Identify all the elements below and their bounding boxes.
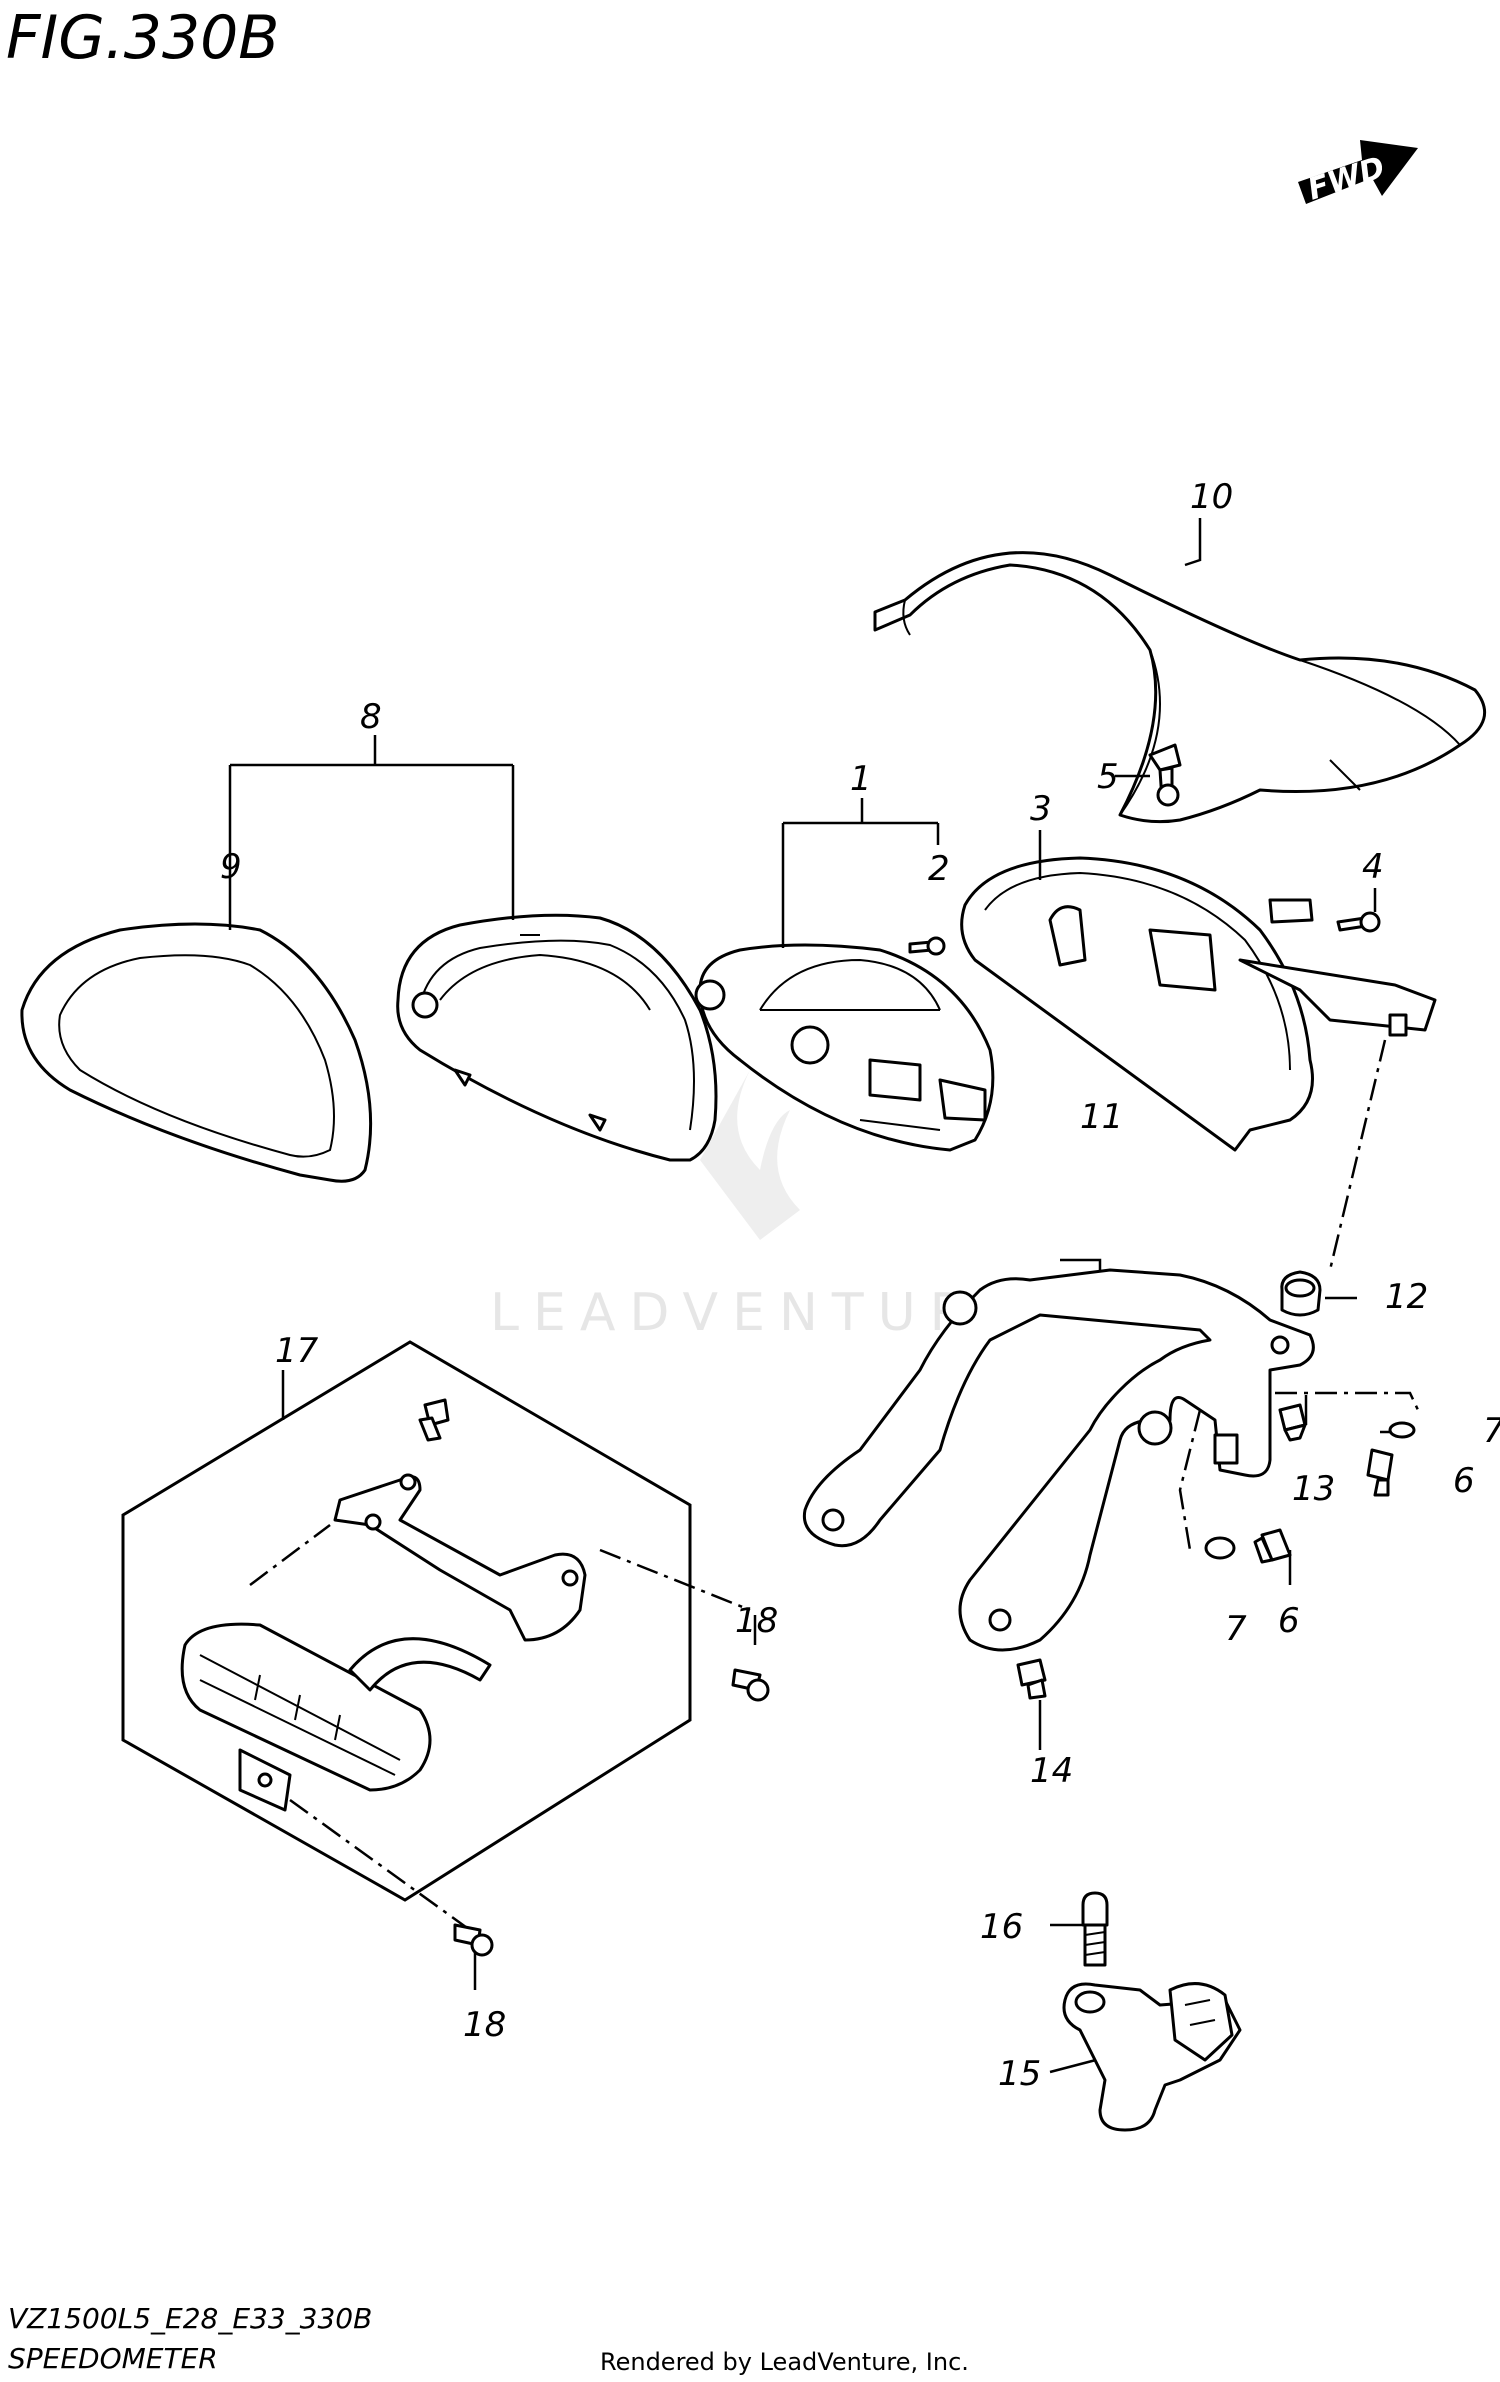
part-11-meter-bracket — [802, 1268, 1315, 1652]
callout-18-bottom: 18 — [463, 2005, 506, 2045]
part-16-bolt — [1081, 1891, 1109, 1967]
callout-8: 8 — [360, 697, 382, 737]
leader-1-2 — [781, 798, 940, 948]
model-code: VZ1500L5_E28_E33_330B — [8, 2302, 372, 2335]
callout-15: 15 — [998, 2054, 1041, 2094]
figure-title: FIG.330B — [6, 3, 279, 73]
part-2-screw — [908, 936, 946, 956]
callout-4: 4 — [1362, 847, 1384, 887]
part-6-screw-lower — [1253, 1528, 1292, 1564]
part-10-meter-visor — [873, 551, 1486, 824]
callout-6-right: 6 — [1453, 1461, 1475, 1501]
part-17-lamp-unit — [180, 1622, 492, 1812]
watermark-text: LEADVENTURE — [490, 1283, 1027, 1343]
part-8-meter-window — [396, 913, 718, 1162]
part-9-cover-ring — [20, 922, 373, 1183]
callout-2: 2 — [928, 849, 950, 889]
leader-8-9 — [228, 735, 515, 930]
callout-5: 5 — [1097, 757, 1119, 797]
callout-13: 13 — [1292, 1469, 1335, 1509]
part-7-washer-lower — [1204, 1536, 1236, 1560]
callout-18-right: 18 — [735, 1601, 778, 1641]
part-5-screw — [1148, 743, 1182, 807]
callout-11: 11 — [1080, 1097, 1123, 1137]
part-12-grommet — [1280, 1270, 1322, 1317]
callout-6-lower: 6 — [1278, 1601, 1300, 1641]
part-13-bolt — [1278, 1403, 1307, 1442]
part-15-speed-sensor — [1062, 1982, 1242, 2132]
callout-9: 9 — [220, 847, 242, 887]
part-7-washer-right — [1388, 1421, 1416, 1439]
callout-7-right: 7 — [1483, 1411, 1500, 1451]
part-18-screw-bottom — [453, 1923, 494, 1957]
part-4-screw — [1336, 911, 1381, 933]
callout-3: 3 — [1030, 789, 1052, 829]
dashed-leaders — [249, 1039, 1420, 1932]
fwd-label: FWD — [1304, 150, 1389, 208]
fwd-arrow-icon: FWD — [1298, 140, 1418, 208]
part-18-screw-right — [731, 1668, 770, 1702]
callouts: 10 8 9 1 2 3 4 5 11 12 13 7 6 7 6 14 17 … — [220, 477, 1500, 2094]
callout-16: 16 — [980, 1907, 1023, 1947]
part-1-meter-assembly — [694, 943, 995, 1152]
part-17-kit-outline — [121, 1340, 692, 1902]
part-14-bolt — [1016, 1658, 1047, 1700]
part-17-mount-bracket — [333, 1473, 587, 1642]
rendered-by: Rendered by LeadVenture, Inc. — [600, 2348, 969, 2376]
callout-1: 1 — [850, 759, 872, 799]
callout-10: 10 — [1190, 477, 1233, 517]
callout-7-lower: 7 — [1225, 1609, 1247, 1649]
callout-14: 14 — [1030, 1751, 1073, 1791]
callout-12: 12 — [1385, 1277, 1428, 1317]
part-3-meter-case — [960, 856, 1437, 1152]
section-name: SPEEDOMETER — [8, 2342, 218, 2375]
watermark: LEADVENTURE — [490, 1070, 1027, 1343]
leaders — [281, 518, 1408, 2074]
part-6-screw-right — [1366, 1448, 1394, 1497]
part-18-screw-top — [418, 1398, 450, 1442]
callout-17: 17 — [275, 1331, 319, 1371]
